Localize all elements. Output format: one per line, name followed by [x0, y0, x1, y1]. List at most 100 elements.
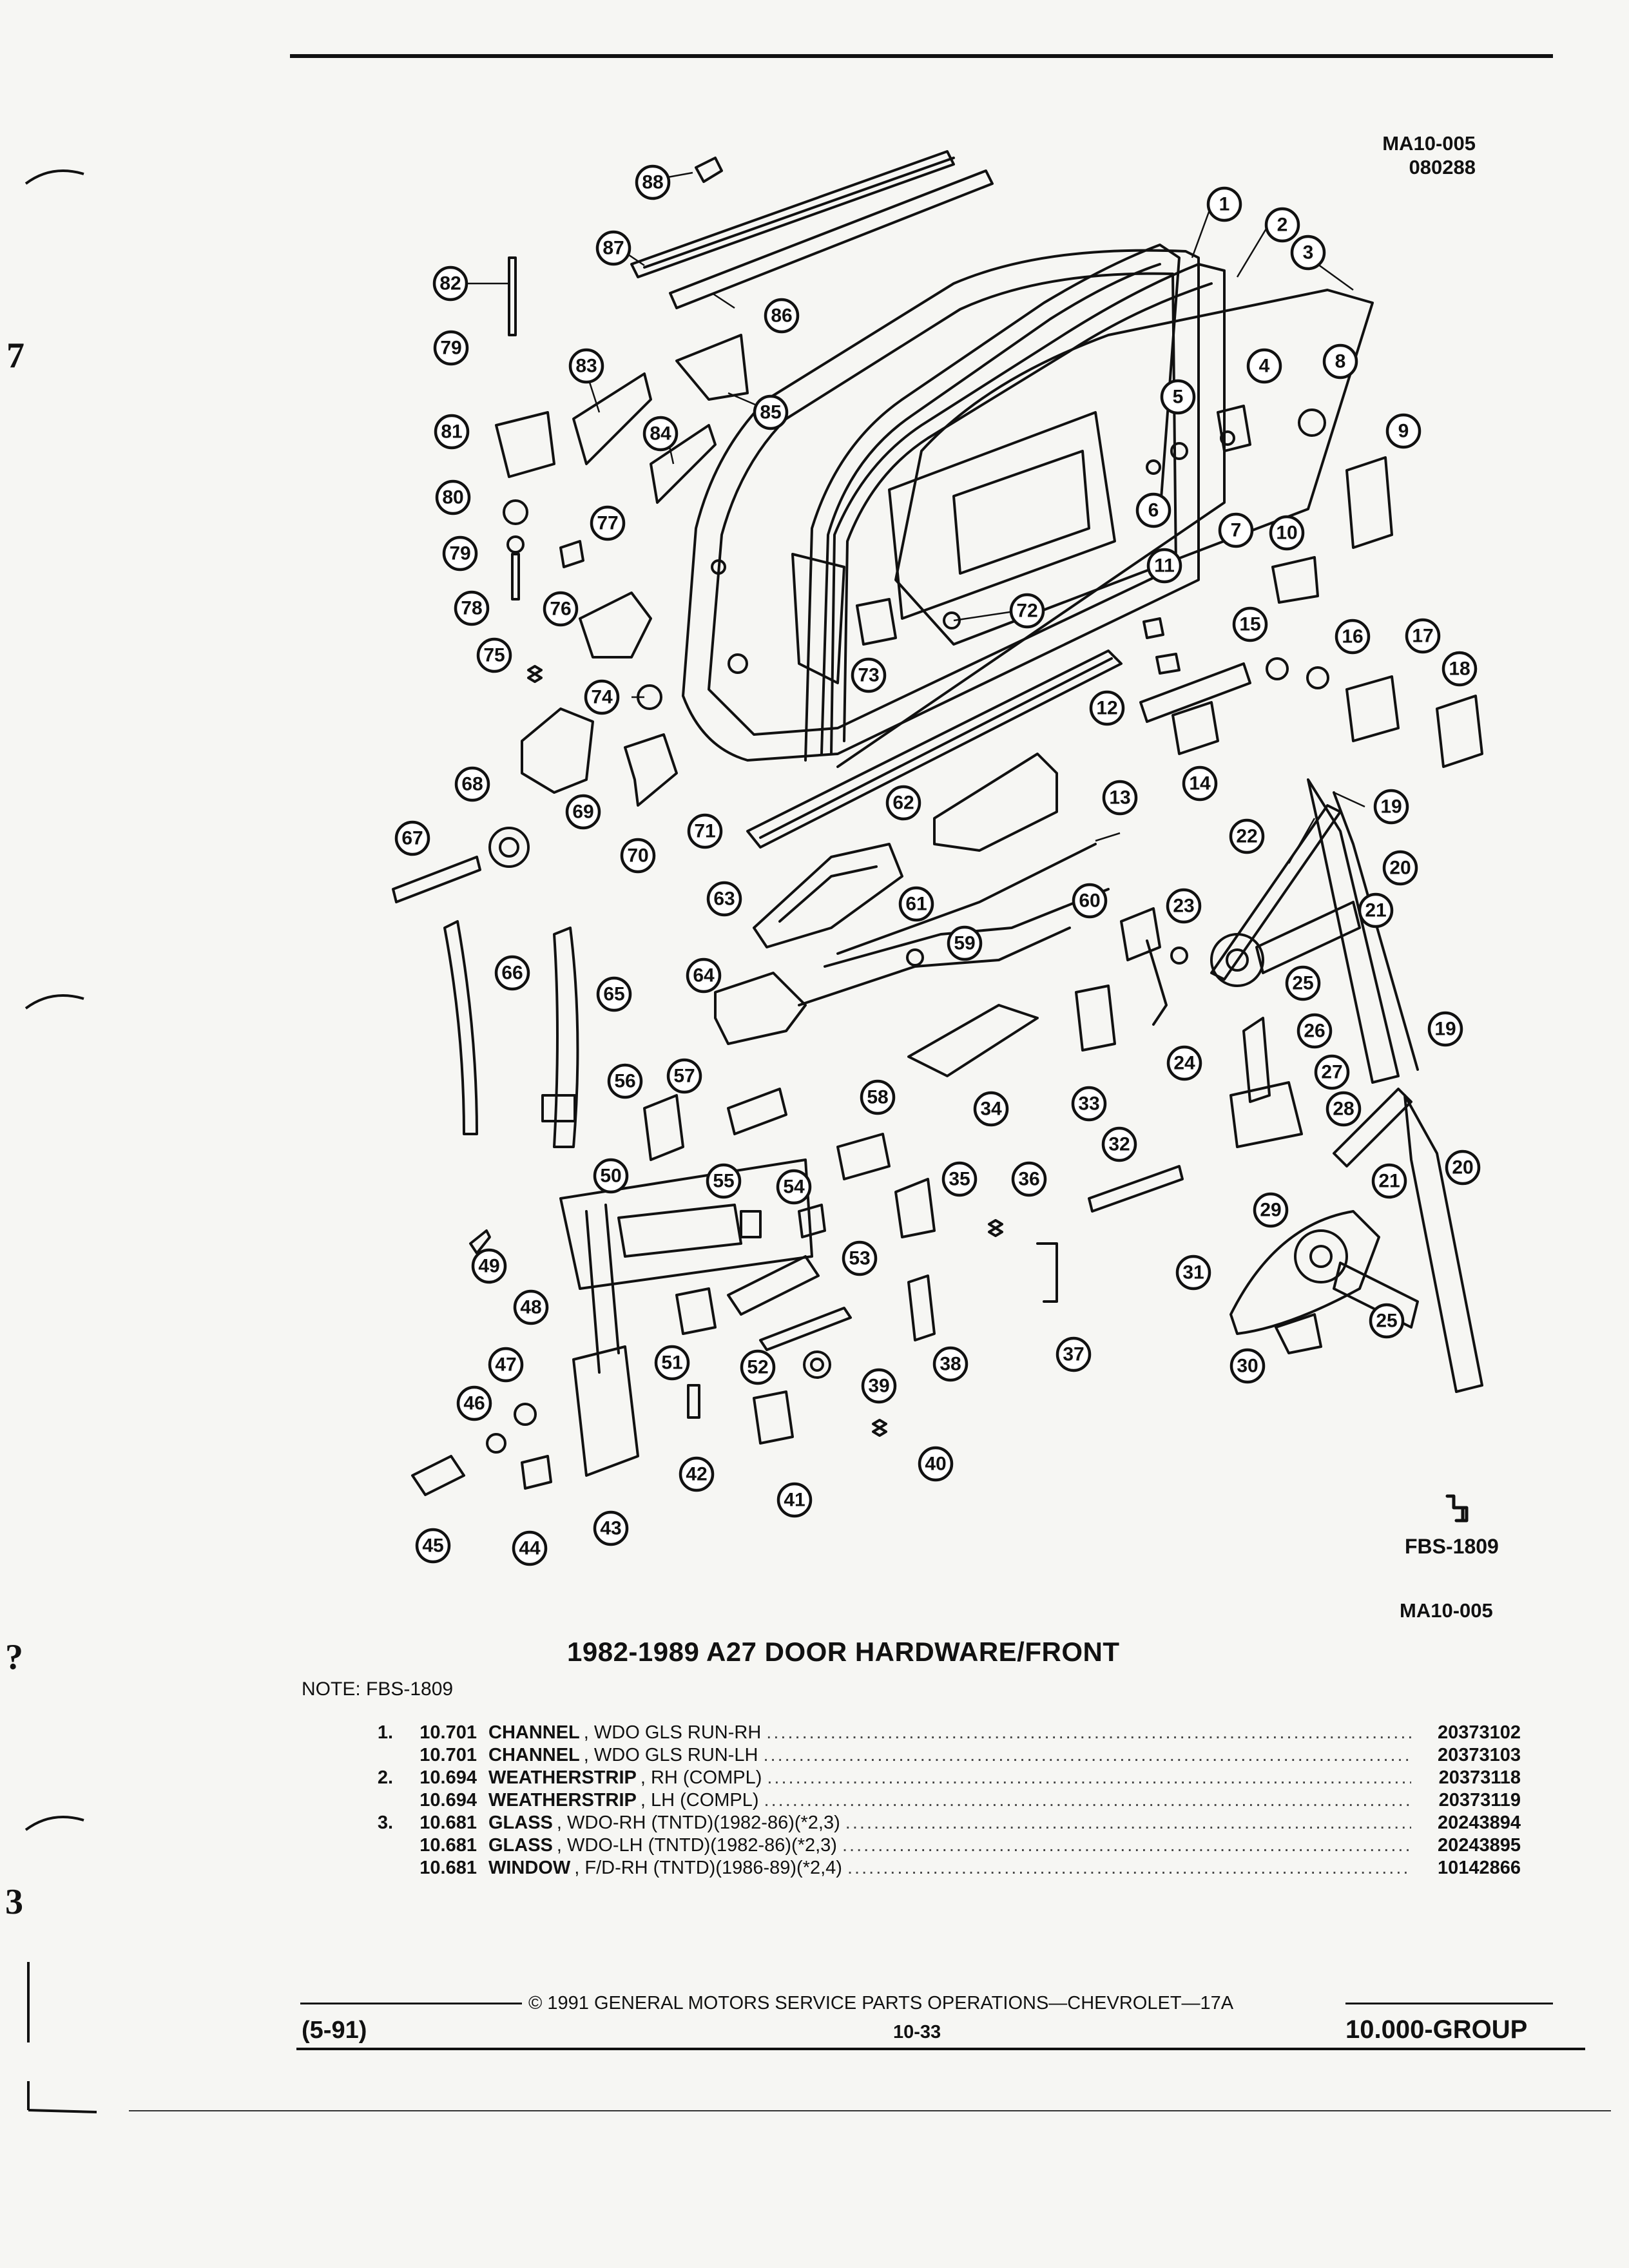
svg-text:64: 64	[693, 965, 715, 986]
item-number	[348, 1857, 393, 1879]
callout-63: 63	[706, 881, 742, 917]
part-name: CHANNEL	[488, 1722, 580, 1743]
svg-text:52: 52	[747, 1357, 768, 1378]
callout-6: 6	[1135, 492, 1171, 528]
callout-group: 1 2 3 4 5 6 7 8 9 10 11 12 13 14 15 16 1…	[394, 164, 1481, 1566]
svg-text:35: 35	[949, 1169, 970, 1190]
callout-27: 27	[1314, 1054, 1350, 1090]
callout-32: 32	[1101, 1126, 1137, 1162]
callout-74: 74	[584, 679, 620, 715]
svg-text:44: 44	[519, 1538, 541, 1559]
callout-67: 67	[394, 820, 430, 856]
svg-text:77: 77	[597, 513, 618, 534]
svg-text:20: 20	[1452, 1157, 1473, 1178]
footer-rule-left	[300, 2003, 522, 2004]
svg-text:55: 55	[713, 1171, 734, 1192]
svg-text:11: 11	[1154, 555, 1175, 577]
callout-82: 82	[432, 265, 468, 302]
part-description: , F/D-RH (TNTD)(1986-89)(*2,4)	[574, 1858, 842, 1878]
svg-text:58: 58	[867, 1087, 888, 1108]
svg-text:83: 83	[575, 356, 597, 377]
scan-bottom-line	[129, 2110, 1611, 2111]
callout-28: 28	[1325, 1091, 1362, 1127]
callout-41: 41	[776, 1482, 813, 1518]
callout-56: 56	[607, 1063, 643, 1099]
group-number: 10.701	[419, 1722, 477, 1743]
callout-45: 45	[415, 1528, 451, 1564]
part-number: 20373102	[1437, 1722, 1521, 1743]
callout-76: 76	[543, 591, 579, 627]
callout-80: 80	[435, 479, 471, 515]
svg-text:46: 46	[463, 1393, 485, 1414]
callout-10: 10	[1269, 515, 1305, 551]
reference-code: MA10-005	[1382, 132, 1476, 155]
svg-text:71: 71	[694, 821, 715, 842]
exploded-parts-diagram: 1 2 3 4 5 6 7 8 9 10 11 12 13 14 15 16 1…	[392, 150, 1483, 1566]
callout-83: 83	[568, 348, 604, 384]
svg-text:32: 32	[1108, 1134, 1130, 1155]
svg-text:63: 63	[713, 889, 735, 910]
svg-text:68: 68	[461, 774, 483, 795]
svg-text:65: 65	[603, 984, 624, 1005]
svg-text:37: 37	[1063, 1344, 1084, 1365]
svg-text:6: 6	[1148, 500, 1159, 521]
callout-22: 22	[1229, 818, 1265, 854]
callout-54: 54	[776, 1169, 812, 1205]
parts-row: 10.694 WEATHERSTRIP , LH (COMPL) .......…	[348, 1789, 1521, 1812]
callout-79-upper: 79	[433, 330, 469, 366]
svg-text:25: 25	[1376, 1311, 1397, 1332]
svg-text:27: 27	[1321, 1062, 1342, 1083]
parts-list: 1. 10.701 CHANNEL , WDO GLS RUN-RH .....…	[348, 1722, 1521, 1879]
callout-86: 86	[764, 298, 800, 334]
svg-text:15: 15	[1239, 614, 1260, 635]
group-number: 10.681	[419, 1812, 477, 1833]
svg-text:24: 24	[1173, 1053, 1195, 1074]
svg-text:36: 36	[1018, 1169, 1039, 1190]
parts-row: 1. 10.701 CHANNEL , WDO GLS RUN-RH .....…	[348, 1722, 1521, 1744]
callout-72: 72	[1009, 593, 1045, 629]
svg-text:25: 25	[1292, 973, 1313, 994]
svg-text:70: 70	[627, 845, 648, 867]
svg-text:54: 54	[783, 1177, 805, 1198]
callout-17: 17	[1405, 618, 1441, 654]
svg-text:82: 82	[439, 273, 461, 294]
group-number: 10.701	[419, 1745, 477, 1765]
parts-row: 10.681 WINDOW , F/D-RH (TNTD)(1986-89)(*…	[348, 1857, 1521, 1879]
svg-text:88: 88	[642, 172, 663, 193]
callout-3: 3	[1290, 235, 1326, 271]
part-description: , WDO-RH (TNTD)(1982-86)(*2,3)	[556, 1812, 840, 1833]
svg-text:17: 17	[1412, 626, 1433, 647]
callout-47: 47	[488, 1347, 524, 1383]
revision-date: (5-91)	[302, 2017, 367, 2044]
svg-text:45: 45	[422, 1535, 443, 1557]
svg-text:30: 30	[1237, 1356, 1258, 1377]
callout-75: 75	[476, 637, 512, 673]
svg-text:8: 8	[1335, 351, 1346, 372]
part-description: , WDO GLS RUN-RH	[583, 1722, 762, 1743]
svg-text:60: 60	[1079, 890, 1100, 912]
callout-51: 51	[654, 1345, 690, 1381]
callout-37: 37	[1055, 1336, 1092, 1372]
callout-44: 44	[512, 1530, 548, 1566]
svg-text:78: 78	[461, 598, 482, 619]
page-title: 1982-1989 A27 DOOR HARDWARE/FRONT	[567, 1637, 1120, 1667]
svg-text:84: 84	[650, 423, 671, 445]
footer-rule-right	[1345, 2003, 1553, 2004]
item-number	[348, 1834, 393, 1857]
callout-30: 30	[1229, 1348, 1266, 1384]
svg-text:19: 19	[1380, 796, 1402, 818]
callout-71: 71	[687, 813, 723, 849]
callout-77: 77	[590, 505, 626, 541]
callout-65: 65	[596, 976, 632, 1012]
svg-text:5: 5	[1173, 387, 1184, 408]
figure-mark: FBS-1809	[1405, 1535, 1499, 1558]
callout-29: 29	[1253, 1192, 1289, 1228]
callout-15: 15	[1232, 606, 1268, 642]
part-description: , RH (COMPL)	[640, 1767, 762, 1788]
parts-row: 3. 10.681 GLASS , WDO-RH (TNTD)(1982-86)…	[348, 1812, 1521, 1834]
callout-14: 14	[1182, 765, 1218, 802]
svg-text:3: 3	[1303, 242, 1314, 264]
callout-50: 50	[593, 1158, 629, 1194]
svg-text:85: 85	[760, 402, 781, 423]
callout-57: 57	[666, 1058, 702, 1094]
